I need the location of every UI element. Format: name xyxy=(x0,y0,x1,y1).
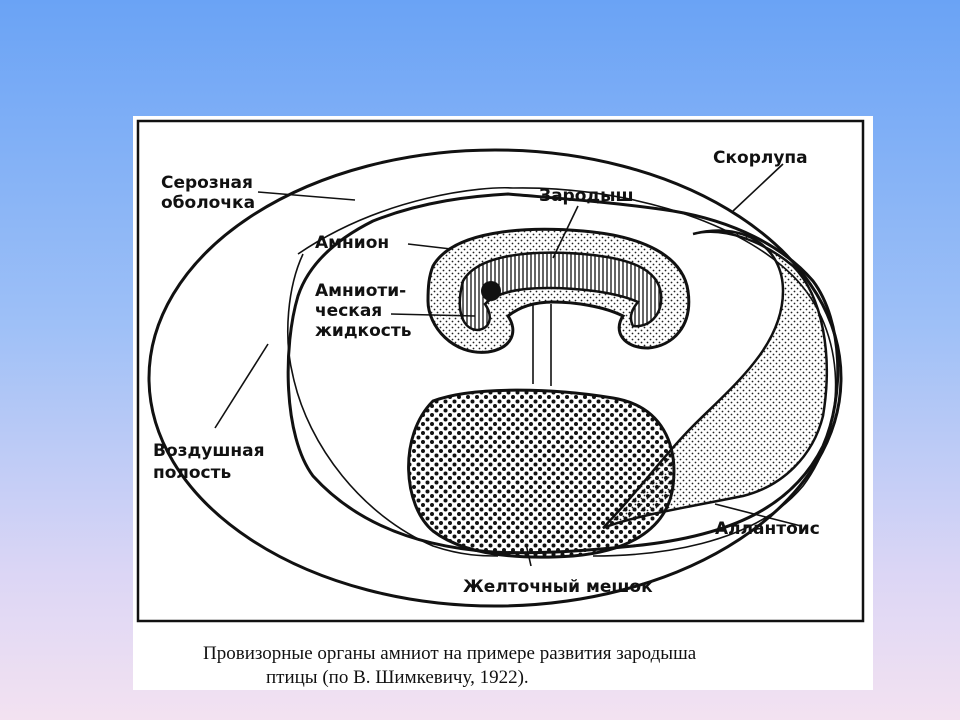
leader-air-cell xyxy=(214,343,269,429)
embryo-head xyxy=(481,281,501,301)
label-amnion: Амнион xyxy=(315,233,389,253)
label-serous-1: Серозная xyxy=(161,173,253,193)
leader-amniotic-fluid xyxy=(390,313,476,317)
caption-line-1: Провизорные органы амниот на примере раз… xyxy=(203,643,697,664)
label-embryo: Зародыш xyxy=(539,186,634,206)
leader-serous xyxy=(257,191,356,201)
label-yolk-sac: Желточный мешок xyxy=(463,577,653,597)
diagram-figure: Серозная оболочка Скорлупа Зародыш Амнио… xyxy=(133,116,873,690)
figure-frame xyxy=(136,119,865,623)
label-air-cell-1: Воздушная xyxy=(153,441,265,461)
label-air-cell-2: полость xyxy=(153,463,231,483)
caption-line-2: птицы (по В. Шимкевичу, 1922). xyxy=(266,667,529,688)
label-shell: Скорлупа xyxy=(713,148,808,168)
embryo xyxy=(458,251,663,332)
air-cell-membrane xyxy=(287,253,499,557)
shell-outline xyxy=(147,148,843,608)
yolk-sac xyxy=(407,388,676,559)
yolk-stalk xyxy=(532,304,552,386)
leader-shell xyxy=(732,163,784,212)
leader-yolk-sac xyxy=(525,543,532,567)
leader-embryo xyxy=(552,205,579,259)
egg-diagram: Серозная оболочка Скорлупа Зародыш Амнио… xyxy=(136,119,865,688)
leader-amnion xyxy=(407,243,452,250)
leader-allantois xyxy=(714,503,802,527)
label-allantois: Аллантоис xyxy=(715,519,820,539)
label-serous-2: оболочка xyxy=(161,193,255,213)
label-amniotic-2: ческая xyxy=(315,301,382,321)
label-amniotic-1: Амниоти- xyxy=(315,281,406,301)
label-amniotic-3: жидкость xyxy=(315,321,411,341)
